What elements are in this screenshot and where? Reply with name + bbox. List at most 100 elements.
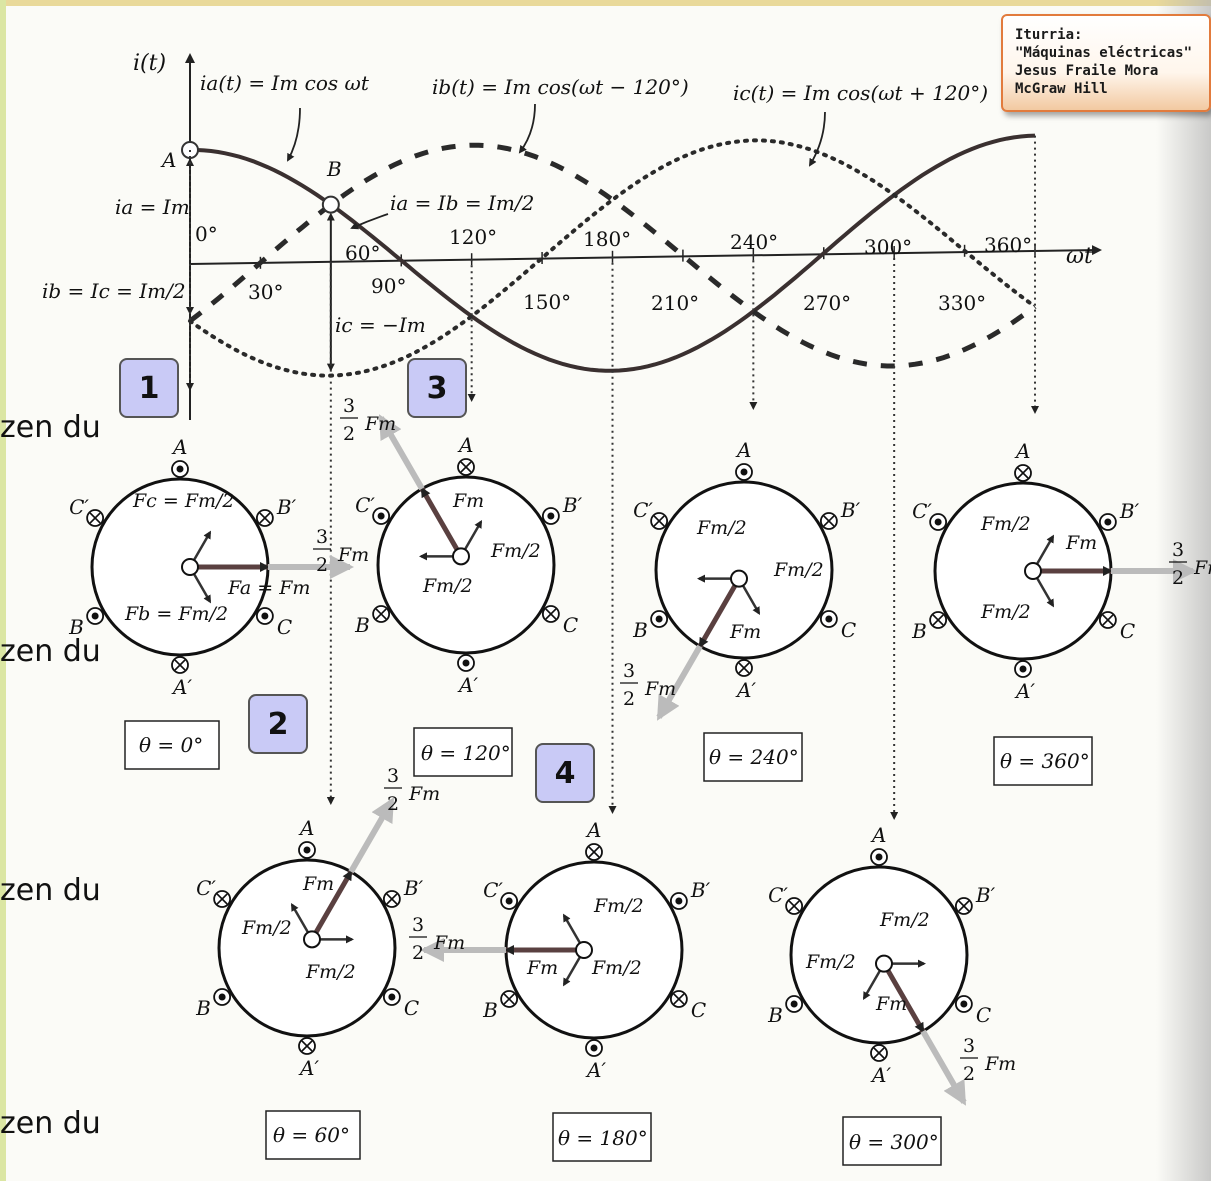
magnitude-denominator: 2 (412, 942, 424, 964)
magnitude-denominator: 2 (1172, 567, 1184, 589)
phasor-0-terminal-label: C′ (69, 495, 89, 519)
magnitude-denominator: 2 (316, 554, 328, 576)
x-axis (189, 245, 1102, 265)
magnitude-fm: Fm (408, 783, 440, 805)
phasor-0-terminal-label: C (277, 615, 292, 639)
phasor-300 (785, 848, 973, 1106)
top-border (0, 0, 1211, 6)
theta-360-label: θ = 360° (1000, 749, 1090, 773)
phasor-0-terminal-label: A′ (171, 675, 192, 699)
phasor-240-terminal-label: C′ (633, 498, 653, 522)
fm2-label-300a: Fm/2 (879, 909, 930, 931)
marker-badge-1: 1 (119, 358, 179, 418)
phasor-60-center (303, 930, 321, 949)
credit-line-4: McGraw Hill (1015, 81, 1108, 97)
phasor-120-terminal-label: B (354, 613, 370, 637)
tick-label-270: 270° (803, 291, 851, 315)
fm2-label-120b: Fm/2 (422, 575, 473, 597)
fc-label: Fc = Fm/2 (132, 490, 235, 512)
phasor-300-terminal-label: C (976, 1003, 991, 1027)
fm2-label-180a: Fm/2 (593, 895, 644, 917)
theta-300-label: θ = 300° (849, 1130, 939, 1154)
phasor-360-terminal-label: C (1120, 619, 1135, 643)
credit-line-1: Iturria: (1015, 27, 1083, 43)
fm-label-180: Fm (526, 957, 558, 979)
phasor-180-terminal-label: C′ (483, 878, 503, 902)
fm2-label-360a: Fm/2 (980, 513, 1031, 535)
phasor-120-terminal-label: C′ (355, 493, 375, 517)
tick-label-30: 30° (248, 280, 283, 304)
cut-off-text-3: zen du (0, 873, 101, 908)
point-b (321, 195, 340, 214)
theta-60-label: θ = 60° (273, 1123, 350, 1147)
phasor-180-terminal-label: B′ (690, 878, 711, 902)
fm-label-120: Fm (452, 490, 484, 512)
phasor-300-circle (789, 865, 969, 1045)
marker-badge-4: 4 (535, 743, 595, 803)
fm-label-240: Fm (729, 621, 761, 643)
fm-label-360: Fm (1065, 532, 1097, 554)
label-ic-neg: ic = −Im (335, 313, 426, 337)
phasor-0 (86, 460, 354, 674)
phasor-60-fm-vector (309, 870, 354, 941)
phasor-180-terminal-label: A′ (585, 1058, 606, 1082)
phasor-180 (420, 843, 688, 1057)
credit-line-3: Jesus Fraile Mora (1015, 63, 1159, 79)
phasor-60-terminal-label: B (195, 996, 211, 1020)
phasor-120-terminal-label: C (563, 613, 578, 637)
fm2-label-180b: Fm/2 (591, 957, 642, 979)
angle-0-label: 0° (195, 222, 218, 246)
phasor-60-terminal-label: A′ (298, 1056, 319, 1080)
magnitude-numerator: 3 (387, 765, 399, 787)
phasor-120-terminal-label: A′ (457, 673, 478, 697)
credit-line-2: "Máquinas eléctricas" (1015, 45, 1193, 61)
phasor-360-terminal-label: B′ (1119, 499, 1140, 523)
theta-0-label: θ = 0° (139, 733, 203, 757)
theta-180-label: θ = 180° (558, 1126, 648, 1150)
phasor-300-terminal-label: A (870, 823, 886, 847)
tick-label-240: 240° (730, 230, 778, 254)
magnitude-fm: Fm (984, 1053, 1016, 1075)
phasor-240-center (730, 569, 748, 588)
current-waveform-plot (181, 53, 1102, 820)
fm2-label-120a: Fm/2 (490, 540, 541, 562)
phasor-60-terminal-label: A (298, 816, 314, 840)
tick-label-90: 90° (371, 274, 406, 298)
fm-label-60: Fm (302, 873, 334, 895)
phasor-0-terminal-label: A (171, 435, 187, 459)
phasor-240-fm-vector (697, 577, 742, 648)
magnitude-numerator: 3 (623, 660, 635, 682)
phasor-180-terminal-label: A (585, 818, 601, 842)
label-ib-ic: ib = Ic = Im/2 (42, 279, 186, 303)
pointer-ic (808, 111, 826, 167)
magnitude-denominator: 2 (963, 1063, 975, 1085)
phasor-300-terminal-label: B′ (975, 883, 996, 907)
fa-label: Fa = Fm (227, 577, 310, 599)
phasor-120-circle (376, 475, 556, 655)
phasor-120-terminal-label: B′ (562, 493, 583, 517)
magnitude-numerator: 3 (963, 1035, 975, 1057)
label-ia-im: ia = Im (115, 195, 190, 219)
phasor-diagrams (86, 414, 1197, 1106)
source-credit-note: Iturria: "Máquinas eléctricas" Jesus Fra… (1001, 14, 1211, 112)
angle-60-label: 60° (345, 241, 380, 265)
phasor-240-terminal-label: A (735, 438, 751, 462)
theta-240-label: θ = 240° (709, 745, 799, 769)
phasor-60-terminal-label: C (404, 996, 419, 1020)
theta-120-label: θ = 120° (421, 741, 511, 765)
left-border (0, 0, 6, 1181)
phasor-60-circle (217, 858, 397, 1038)
fm2-label-240a: Fm/2 (696, 517, 747, 539)
eq-ib: ib(t) = Im cos(ωt − 120°) (432, 75, 689, 99)
phasor-180-center (575, 941, 593, 959)
phasor-180-terminal-label: B (482, 998, 498, 1022)
phasor-180-terminal-label: C (691, 998, 706, 1022)
fm-label-300: Fm (875, 993, 907, 1015)
magnitude-fm: Fm (644, 678, 676, 700)
phasor-240-terminal-label: A′ (735, 678, 756, 702)
magnitude-numerator: 3 (316, 526, 328, 548)
tick-label-180: 180° (583, 227, 631, 251)
point-b-label: B (326, 157, 342, 181)
